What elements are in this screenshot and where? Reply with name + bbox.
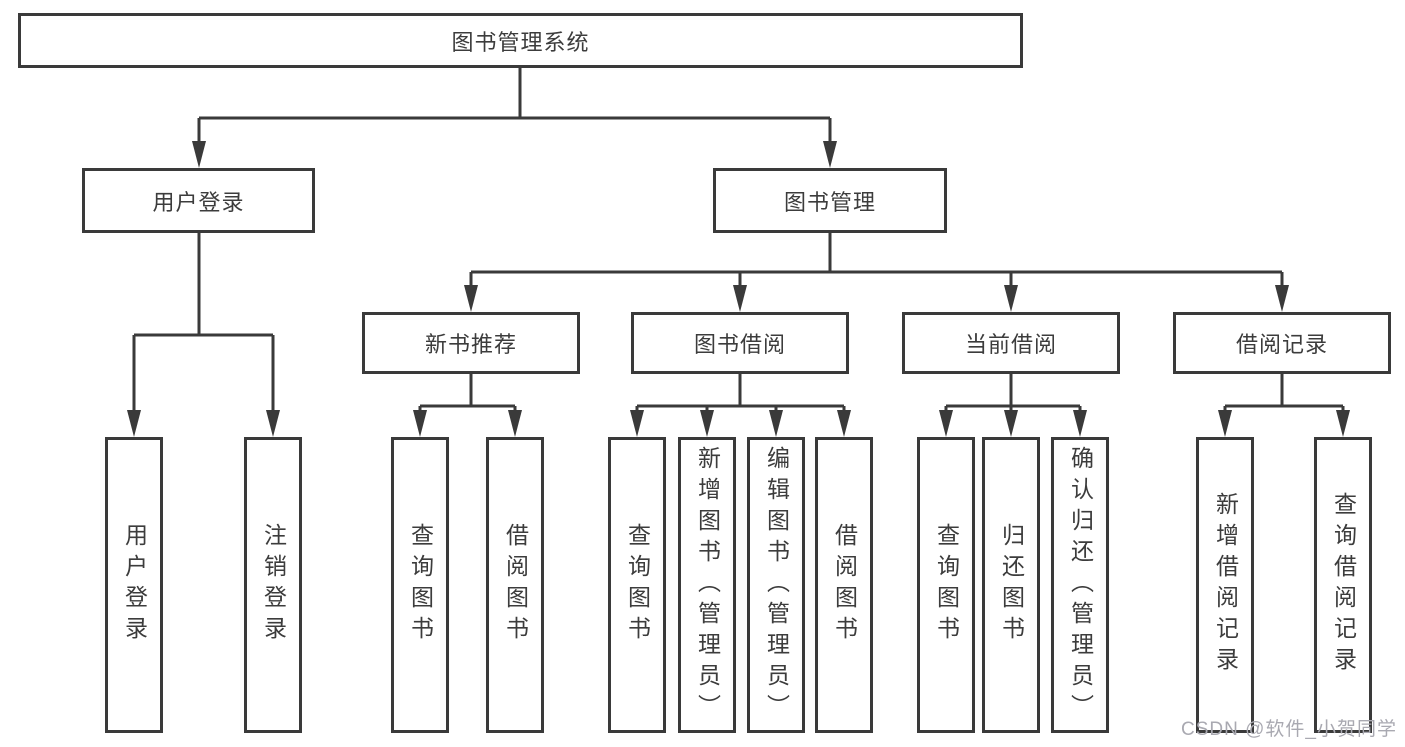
node-book-management: 图书管理 [713,168,947,233]
node-add-borrow-record: 新增借阅记录 [1196,437,1254,733]
node-borrow-books: 借阅图书 [486,437,544,733]
arrowhead-icon [127,410,141,437]
node-borrow-books: 借阅图书 [815,437,873,733]
node-edit-book-admin: 编辑图书（管理员） [747,437,805,733]
node-book-borrowing: 图书借阅 [631,312,849,374]
arrowhead-icon [266,410,280,437]
arrowhead-icon [1004,285,1018,312]
node-user-login: 用户登录 [82,168,315,233]
node-query-borrow-record: 查询借阅记录 [1314,437,1372,733]
arrowhead-icon [630,410,644,437]
arrowhead-icon [837,410,851,437]
arrowhead-icon [1073,410,1087,437]
arrowhead-icon [823,141,837,168]
arrowhead-icon [508,410,522,437]
node-current-borrowing: 当前借阅 [902,312,1120,374]
node-add-book-admin: 新增图书（管理员） [678,437,736,733]
node-borrowing-records: 借阅记录 [1173,312,1391,374]
arrowhead-icon [192,141,206,168]
arrowhead-icon [464,285,478,312]
node-confirm-return-admin: 确认归还（管理员） [1051,437,1109,733]
node-return-books: 归还图书 [982,437,1040,733]
arrowhead-icon [1218,410,1232,437]
arrowhead-icon [413,410,427,437]
node-logout: 注销登录 [244,437,302,733]
arrowhead-icon [733,285,747,312]
csdn-watermark: CSDN @软件_小贺同学 [1181,719,1397,740]
node-library-system: 图书管理系统 [18,13,1023,68]
node-query-books: 查询图书 [917,437,975,733]
arrowhead-icon [1275,285,1289,312]
node-user-login-leaf: 用户登录 [105,437,163,733]
node-query-books: 查询图书 [391,437,449,733]
arrowhead-icon [1004,410,1018,437]
node-query-books: 查询图书 [608,437,666,733]
node-new-book-recommendation: 新书推荐 [362,312,580,374]
arrowhead-icon [700,410,714,437]
arrowhead-icon [1336,410,1350,437]
arrowhead-icon [769,410,783,437]
arrowhead-icon [939,410,953,437]
